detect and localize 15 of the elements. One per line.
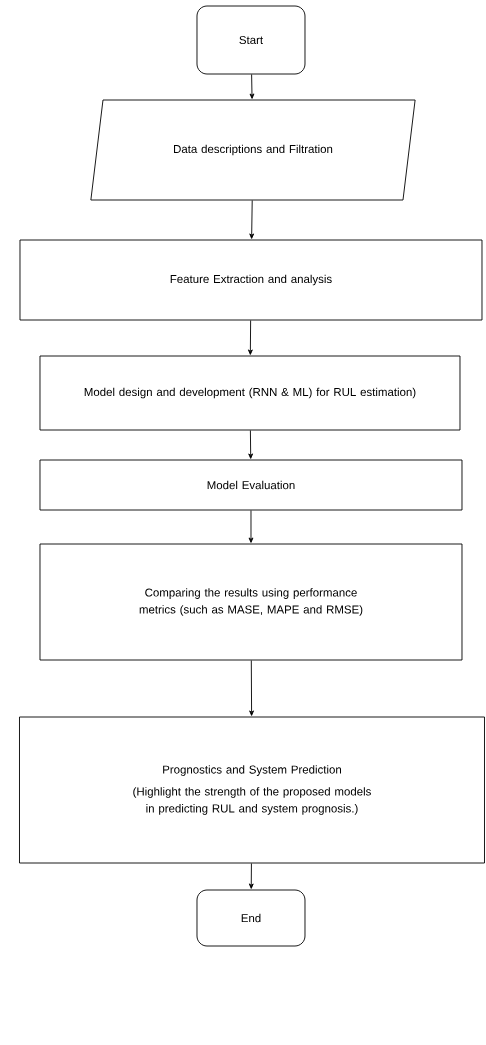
process-box: Comparing the results using performance metrics (such as MASE, MAPE and RMSE) bbox=[39, 543, 463, 661]
arrow bbox=[248, 430, 254, 459]
process-box: Model design and development (RNN & ML) for RUL estimation) bbox=[39, 355, 461, 431]
arrow bbox=[249, 74, 255, 99]
process-box: Prognostics and System Prediction (Highlight the strength of the proposed models in predicting RUL and system prognosis.) bbox=[19, 716, 485, 864]
arrow bbox=[248, 863, 254, 889]
process-box: Feature Extraction and analysis bbox=[19, 239, 483, 321]
terminal-box: End bbox=[196, 889, 306, 947]
process-box: Model Evaluation bbox=[39, 459, 463, 511]
arrow bbox=[249, 200, 255, 239]
arrow bbox=[248, 510, 254, 543]
data-parallelogram: Data descriptions and Filtration bbox=[90, 99, 416, 201]
arrow bbox=[248, 320, 253, 355]
arrow bbox=[249, 660, 254, 716]
terminal-box: Start bbox=[196, 5, 306, 75]
